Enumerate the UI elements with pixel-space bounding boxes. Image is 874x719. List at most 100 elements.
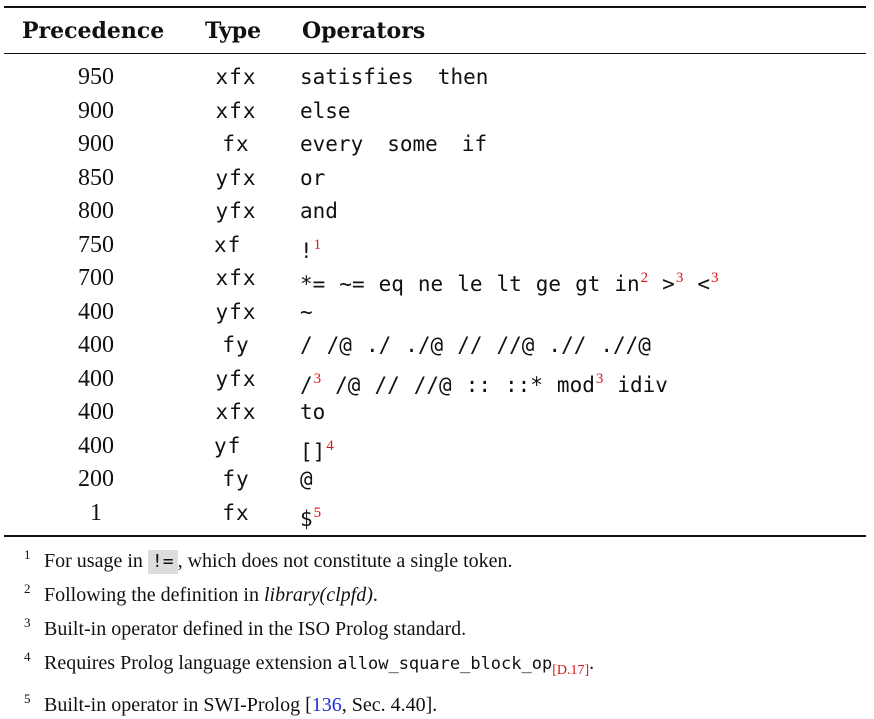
operator-token: le (457, 268, 482, 301)
precedence-cell: 200 (78, 466, 114, 492)
operator-symbol: satisfies (300, 65, 414, 89)
type-cell: yfx (215, 366, 257, 391)
operator-symbol: and (300, 199, 338, 223)
operator-symbol: .//@ (600, 333, 651, 357)
footnote-text: , which does not constitute a single tok… (177, 550, 513, 572)
operator-symbol: eq (378, 272, 404, 296)
footnote-ref-link[interactable]: 3 (710, 270, 719, 286)
operator-token: idiv (617, 369, 668, 402)
operator-token: <3 (697, 262, 718, 301)
precedence-cell: 400 (78, 365, 114, 392)
operator-symbol: ./ (365, 333, 392, 357)
operator-symbol: le (457, 272, 483, 296)
operator-symbol: to (300, 400, 326, 424)
type-cell: xfx (215, 400, 257, 424)
footnote-section-link[interactable]: [D.17] (552, 663, 590, 678)
operator-symbol: @ (300, 467, 313, 491)
citation-link[interactable]: 136 (311, 694, 342, 716)
precedence-cell: 750 (78, 231, 114, 258)
footnote-ref-link[interactable]: 5 (313, 504, 322, 521)
footnote-text: , Sec. 4.40]. (341, 694, 438, 716)
type-cell: fx (222, 500, 250, 525)
operator-symbol: some (387, 132, 438, 156)
footnote-text: . (372, 584, 378, 606)
footnote-ref-link[interactable]: 3 (675, 270, 684, 286)
operator-token: ::* (505, 369, 543, 402)
footnote-ref-link[interactable]: 4 (326, 437, 334, 454)
footnote-number: 1 (24, 547, 31, 562)
operator-token: mod3 (557, 363, 603, 402)
precedence-cell: 800 (78, 198, 114, 224)
footnote-ref-link[interactable]: 2 (640, 270, 649, 286)
header-type: Type (205, 18, 262, 44)
operator-token: @ (300, 463, 313, 496)
operator-symbol: > (662, 272, 675, 296)
operator-symbol: ~= (339, 272, 365, 296)
footnote-number: 5 (24, 691, 31, 706)
operator-token: else (300, 95, 351, 128)
type-cell: fx (222, 132, 250, 156)
operator-symbol: ge (535, 272, 562, 296)
footnote-text: For usage in (44, 550, 148, 572)
operator-symbol: / (300, 333, 313, 357)
precedence-cell: 950 (78, 64, 114, 90)
operator-symbol: /@ (335, 372, 361, 397)
operator-token: ge (536, 268, 561, 301)
operators-cell: !1 (300, 229, 321, 268)
operator-token: .//@ (600, 329, 651, 362)
footnote-number: 2 (24, 581, 31, 596)
operator-token: //@ (496, 329, 534, 362)
operator-token: ~= (339, 268, 364, 301)
type-cell: fy (222, 467, 250, 491)
operator-token: every (300, 128, 363, 161)
operators-cell: and (300, 195, 338, 228)
operator-symbol: // (457, 333, 483, 357)
type-cell: yfx (215, 299, 257, 324)
table-row: 950 xfx satisfies then (0, 61, 874, 94)
operator-token: !1 (300, 229, 321, 268)
operator-token: then (438, 61, 489, 94)
precedence-cell: 1 (90, 499, 102, 526)
operator-token: .// (548, 329, 586, 362)
table-top-rule (4, 6, 866, 8)
precedence-cell: 400 (78, 298, 114, 325)
operator-symbol: in (614, 272, 640, 296)
operator-symbol: //@ (496, 333, 535, 357)
operators-cell: $5 (300, 497, 321, 536)
operator-token: to (300, 396, 325, 429)
footnote-library-name: library(clpfd) (264, 584, 373, 606)
operator-symbol: lt (496, 272, 522, 296)
operator-symbol: ~ (300, 299, 313, 324)
operators-cell: //@././@////@.//.//@ (300, 329, 651, 362)
operator-symbol: < (697, 272, 710, 296)
footnote-ref-link[interactable]: 3 (313, 370, 322, 387)
operator-symbol: or (300, 165, 326, 190)
footnote-ref-link[interactable]: 1 (313, 236, 322, 253)
type-cell: xfx (215, 98, 257, 123)
precedence-cell: 900 (78, 131, 114, 157)
operator-token: $5 (300, 497, 321, 536)
footnote-ref-link[interactable]: 3 (595, 370, 604, 387)
table-header-rule (4, 53, 866, 54)
operator-symbol: ::* (504, 372, 543, 397)
footnote-text: Built-in operator defined in the ISO Pro… (44, 618, 467, 640)
type-cell: xfx (215, 65, 257, 89)
operator-token: / (300, 329, 313, 362)
footnote-number: 4 (24, 649, 31, 664)
operators-cell: ~ (300, 296, 313, 329)
operator-token: // (457, 329, 482, 362)
operator-token: []4 (300, 430, 334, 469)
operator-token: and (300, 195, 338, 228)
